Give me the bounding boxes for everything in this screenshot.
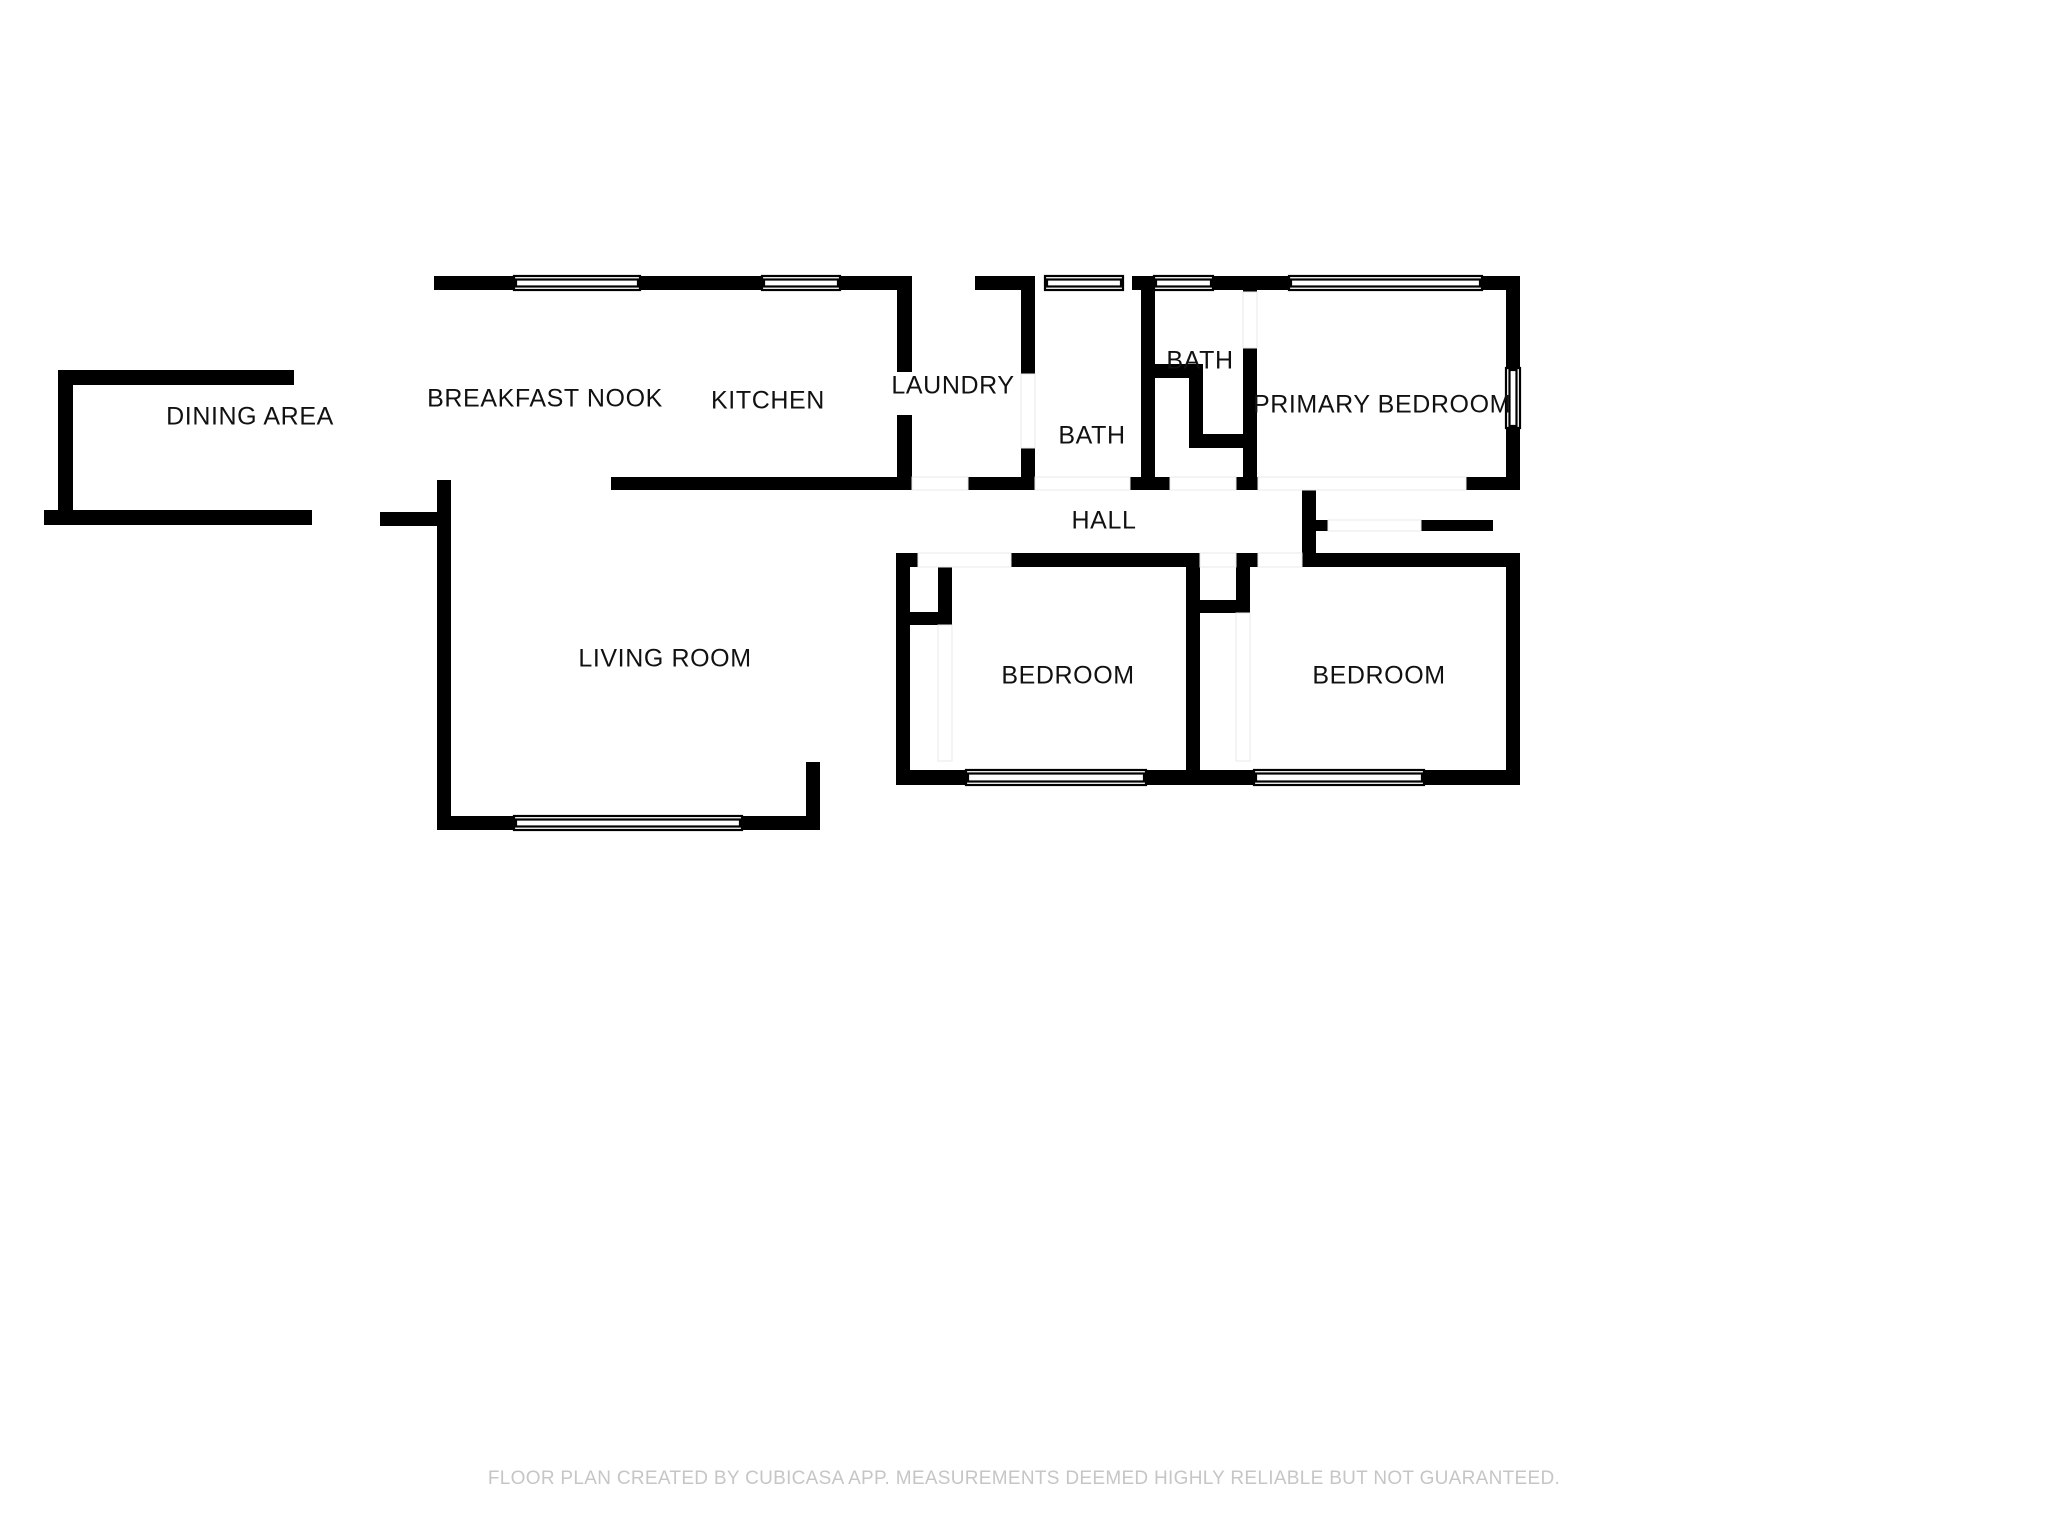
door-opening-hall-door-laundry: [911, 476, 969, 491]
wall-bath-hall-top-b: [1213, 276, 1249, 290]
room-label-dining-area: DINING AREA: [166, 403, 334, 431]
wall-bath-right-vert: [1243, 290, 1257, 292]
window-bedroom-window-1: [964, 768, 1148, 787]
window-sash-laundry-window: [1045, 278, 1123, 288]
room-label-breakfast-nook: BREAKFAST NOOK: [427, 385, 663, 413]
wall-midbed-top-a: [1011, 553, 1201, 567]
window-sash-primary-window-r: [1508, 368, 1518, 428]
walls-layer: [44, 276, 1520, 830]
wall-bottom-wall-c: [1424, 770, 1520, 785]
wall-primary-top-a: [1249, 276, 1289, 290]
wall-bedright-top: [1302, 553, 1520, 567]
wall-nook-top-b: [640, 276, 762, 290]
wall-closet-pri-shelf-r: [1421, 520, 1493, 531]
wall-closet-mid-l-vert: [938, 553, 952, 625]
door-opening-hall-door-bedright: [1199, 552, 1237, 568]
door-opening-closet-pri-door: [1327, 519, 1422, 532]
wall-closet-mid-r-vert: [1236, 553, 1250, 615]
room-label-bath-hall: BATH: [1058, 422, 1125, 450]
wall-nook-top-a: [434, 276, 514, 290]
room-label-bath-primary: BATH: [1166, 347, 1233, 375]
wall-kitchen-right-upper: [897, 276, 912, 372]
wall-nook-top-c: [840, 276, 912, 290]
room-label-laundry: LAUNDRY: [891, 372, 1014, 400]
door-opening-bath-door-primary: [1242, 291, 1258, 349]
window-primary-window-r: [1504, 366, 1522, 430]
door-opening-hall-door-primary: [1257, 476, 1467, 491]
wall-living-left-lower: [437, 524, 451, 830]
wall-bath-l-vert2: [1189, 364, 1203, 442]
wall-dining-left: [58, 370, 73, 522]
wall-bottom-wall-b: [1146, 770, 1254, 785]
door-opening-closet-mid-l-door: [937, 624, 953, 762]
wall-bath-l-horiz2: [1189, 434, 1251, 448]
wall-bath-hall-top-a: [1132, 276, 1154, 290]
wall-closet-mid-r-shelf: [1186, 600, 1250, 613]
wall-closet-pri-shelf-l: [1302, 520, 1328, 531]
wall-living-bottom-left: [437, 816, 514, 830]
wall-primary-right-upper: [1506, 276, 1520, 368]
wall-laundry-top: [975, 276, 1035, 290]
window-laundry-window: [1043, 274, 1125, 292]
wall-closet-mid-l-shelf: [896, 612, 952, 625]
room-label-bedroom-middle: BEDROOM: [1001, 662, 1134, 690]
wall-bath-l-vert: [1141, 290, 1155, 378]
door-opening-bedright-left-closet: [1257, 552, 1303, 568]
window-nook-window-1: [512, 274, 642, 292]
wall-laundry-left-upper: [1021, 276, 1035, 374]
wall-dining-bottom: [44, 510, 312, 525]
wall-living-left-stub: [380, 512, 451, 526]
wall-bath-l-horiz: [1141, 364, 1203, 378]
window-nook-window-2: [760, 274, 842, 292]
wall-primary-right-lower: [1506, 428, 1520, 490]
window-sash-nook-window-1: [514, 278, 640, 288]
room-label-kitchen: KITCHEN: [711, 387, 825, 415]
room-label-primary-bedroom: PRIMARY BEDROOM: [1253, 391, 1511, 419]
window-sash-nook-window-2: [762, 278, 840, 288]
room-labels-layer: DINING AREA BREAKFAST NOOK KITCHEN LAUNDRY B…: [166, 347, 1511, 690]
door-opening-hall-door-bedmid: [917, 552, 1012, 568]
door-opening-hall-door-bath2: [1169, 476, 1237, 491]
door-opening-laundry-door: [1020, 373, 1036, 449]
wall-living-bottom-right: [742, 816, 820, 830]
wall-kitchen-bottom: [611, 477, 912, 490]
wall-bedright-right-outer: [1506, 553, 1520, 783]
door-openings-layer: [911, 291, 1467, 762]
windows-layer: [512, 274, 1522, 832]
window-primary-window-t: [1287, 274, 1484, 292]
room-label-bedroom-right: BEDROOM: [1312, 662, 1445, 690]
window-sash-primary-window-t: [1289, 278, 1482, 288]
window-sash-living-window: [514, 818, 742, 828]
window-sash-bath-window: [1154, 278, 1213, 288]
door-opening-hall-door-bath1: [1034, 476, 1131, 491]
window-sash-bedroom-window-1: [966, 772, 1146, 783]
wall-bottom-wall-a: [896, 770, 966, 785]
wall-living-right-lower: [806, 762, 820, 830]
wall-bath-bottom-a: [1130, 477, 1170, 490]
wall-laundry-bottom-left: [968, 477, 1035, 490]
room-label-living-room: LIVING ROOM: [578, 645, 751, 673]
wall-bath-right-vert-low: [1243, 348, 1257, 490]
footer-disclaimer: FLOOR PLAN CREATED BY CUBICASA APP. MEAS…: [487, 1468, 1561, 1489]
wall-dining-top: [58, 370, 294, 385]
wall-midbed-right-outer: [1186, 553, 1200, 783]
wall-kitchen-right-lower: [897, 415, 912, 485]
window-bath-window: [1152, 274, 1215, 292]
window-sash-bedroom-window-2: [1254, 772, 1424, 783]
window-living-window: [512, 814, 744, 832]
wall-bath-bottom-b: [1236, 477, 1258, 490]
room-label-hall: HALL: [1072, 507, 1137, 535]
window-bedroom-window-2: [1252, 768, 1426, 787]
door-opening-closet-mid-r-door: [1235, 612, 1251, 762]
wall-primary-bottom-right: [1466, 477, 1520, 490]
wall-midbed-left-outer: [896, 553, 910, 783]
